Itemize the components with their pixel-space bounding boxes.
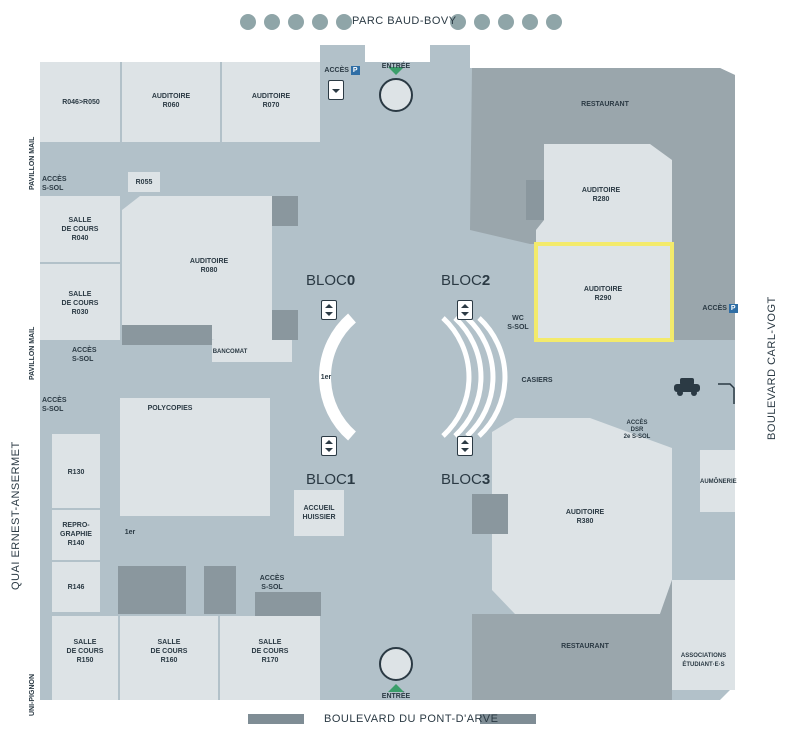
- room-associations[interactable]: [672, 580, 735, 690]
- entrance-bottom-arrow: [388, 684, 404, 692]
- bloc-3-label: BLOC3: [441, 471, 491, 488]
- car-icon: [674, 378, 700, 396]
- dark-block-r280: [526, 180, 544, 220]
- label-restaurant-bottom: RESTAURANT: [561, 643, 609, 650]
- street-top: PARC BAUD-BOVY: [352, 15, 457, 27]
- label-aumonerie: AUMÔNERIE: [700, 479, 737, 485]
- casiers-area: [505, 345, 570, 400]
- label-r160: SALLE DE COURS R160: [150, 639, 188, 664]
- room-r046[interactable]: [40, 62, 120, 142]
- room-aumonerie[interactable]: [700, 450, 735, 512]
- label-r080: AUDITOIRE R080: [189, 258, 229, 274]
- trees-right: [450, 14, 562, 30]
- tram-right-icon: [480, 714, 536, 724]
- room-r160[interactable]: [120, 616, 218, 700]
- highlight-r290: [534, 242, 674, 342]
- elevator-bloc0[interactable]: [321, 300, 337, 320]
- room-r080[interactable]: [122, 196, 272, 340]
- street-right: BOULEVARD CARL-VOGT: [766, 296, 778, 440]
- dark-block-r380: [472, 494, 508, 534]
- room-polycopies[interactable]: [120, 398, 270, 516]
- parking-elevator-top[interactable]: [328, 80, 344, 100]
- dark-block-a: [118, 566, 186, 614]
- label-r380: AUDITOIRE R380: [565, 509, 605, 525]
- dark-block-r080b: [272, 310, 298, 340]
- dark-block-r080a: [272, 196, 298, 226]
- room-accueil[interactable]: [294, 490, 344, 536]
- label-casiers: CASIERS: [521, 377, 553, 384]
- bancomat-area: [212, 340, 292, 362]
- label-r150: SALLE DE COURS R150: [66, 639, 104, 664]
- street-left: QUAI ERNEST-ANSERMET: [10, 441, 22, 590]
- label-r055: R055: [135, 179, 153, 186]
- label-r046: R046>R050: [62, 99, 100, 106]
- room-r070[interactable]: [222, 62, 320, 142]
- label-r290: AUDITOIRE R290: [583, 286, 623, 302]
- bloc2-3-lecture-arcs: [441, 316, 508, 438]
- bloc-2-label: BLOC2: [441, 272, 491, 289]
- dark-block-b: [204, 566, 236, 614]
- label-r140: REPRO- GRAPHIE R140: [60, 522, 92, 547]
- trees-left: [240, 14, 352, 30]
- first-floor-a: 1er: [320, 374, 332, 381]
- entrance-top-rotunda[interactable]: [379, 78, 413, 112]
- room-r170[interactable]: [220, 616, 320, 700]
- label-r280: AUDITOIRE R280: [581, 187, 621, 203]
- bloc-1-label: BLOC1: [306, 471, 356, 488]
- tram-left-icon: [248, 714, 304, 724]
- entrance-bottom-label: ENTRÉE: [381, 693, 411, 700]
- room-r150[interactable]: [52, 616, 118, 700]
- room-r146[interactable]: [52, 562, 100, 612]
- label-associations: ASSOCIATIONS ÉTUDIANT·E·S: [680, 653, 727, 668]
- room-r055[interactable]: [128, 172, 160, 192]
- room-r060[interactable]: [122, 62, 220, 142]
- entrance-top-arrow: [388, 67, 404, 75]
- elevator-bloc2[interactable]: [457, 300, 473, 320]
- label-r170: SALLE DE COURS R170: [251, 639, 289, 664]
- bloc-0-label: BLOC0: [306, 272, 356, 289]
- parking-route-arrow: [718, 383, 735, 404]
- label-wc: WC S-SOL: [507, 315, 529, 331]
- dark-block-r080c: [122, 325, 212, 345]
- entrance-bottom-rotunda[interactable]: [379, 647, 413, 681]
- label-r040: SALLE DE COURS R040: [61, 217, 99, 242]
- pavillon-mail-top: PAVILLON MAIL: [29, 136, 36, 190]
- label-restaurant-top: RESTAURANT: [581, 101, 629, 108]
- access-ssol-bottom: ACCÈS S-SOL: [259, 575, 285, 591]
- label-r070: AUDITOIRE R070: [251, 93, 291, 109]
- room-r040[interactable]: [40, 196, 120, 262]
- pavillon-mail-bottom: PAVILLON MAIL: [29, 326, 36, 380]
- label-r130: R130: [67, 469, 85, 476]
- room-r280[interactable]: [536, 144, 672, 244]
- label-r060: AUDITOIRE R060: [151, 93, 191, 109]
- room-r380[interactable]: [492, 418, 672, 614]
- access-dsr: ACCÈS DSR 2e S-SOL: [623, 420, 651, 440]
- label-polycopies: POLYCOPIES: [147, 405, 193, 412]
- bloc0-arc: [319, 313, 357, 441]
- access-ssol-left1: ACCÈS S-SOL: [42, 176, 67, 192]
- dark-block-c: [255, 592, 321, 616]
- room-r130[interactable]: [52, 434, 100, 508]
- access-ssol-left2: ACCÈS S-SOL: [72, 347, 97, 363]
- first-floor-b: 1er: [124, 529, 136, 536]
- label-r030: SALLE DE COURS R030: [61, 291, 99, 316]
- room-r030[interactable]: [40, 264, 120, 340]
- access-ssol-left3: ACCÈS S-SOL: [42, 397, 67, 413]
- label-r146: R146: [67, 584, 85, 591]
- uni-pignon: UNI-PIGNON: [29, 674, 36, 716]
- elevator-bloc1[interactable]: [321, 436, 337, 456]
- restaurant-bottom-zone: [472, 580, 672, 700]
- room-r290[interactable]: [536, 244, 672, 340]
- label-bancomat: BANCOMAT: [212, 349, 248, 355]
- elevator-bloc3[interactable]: [457, 436, 473, 456]
- room-r140[interactable]: [52, 510, 100, 560]
- street-bottom: BOULEVARD DU PONT-D'ARVE: [324, 713, 499, 725]
- entrance-top-label: ENTRÉE: [381, 63, 411, 70]
- label-accueil: ACCUEIL HUISSIER: [302, 505, 336, 521]
